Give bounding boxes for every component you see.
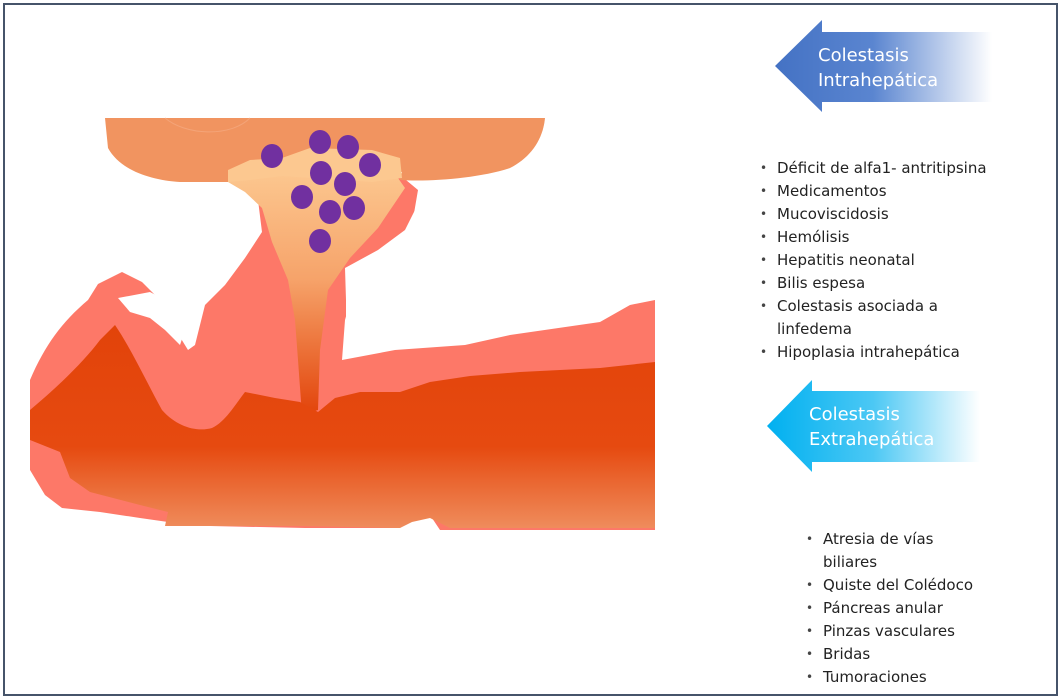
intrahepatic-heading-line2: Intrahepática [818, 68, 938, 93]
bile-particle [334, 172, 356, 196]
list-item: Atresia de vías biliares [803, 528, 953, 574]
list-item: Quiste del Colédoco [803, 574, 1043, 597]
extrahepatic-heading-line2: Extrahepática [809, 427, 934, 452]
list-item: Medicamentos [757, 180, 1047, 203]
bile-particle [310, 161, 332, 185]
extrahepatic-causes-list: Atresia de vías biliares Quiste del Colé… [803, 528, 1043, 689]
list-item: Colestasis asociada a linfedema [757, 295, 957, 341]
intrahepatic-heading-line1: Colestasis [818, 43, 938, 68]
bile-particle [343, 196, 365, 220]
bile-particle [309, 229, 331, 253]
extrahepatic-heading: Colestasis Extrahepática [809, 402, 934, 452]
list-item: Hipoplasia intrahepática [757, 341, 1047, 364]
list-item: Pinzas vasculares [803, 620, 1043, 643]
list-item: Hemólisis [757, 226, 1047, 249]
list-item: Déficit de alfa1- antritipsina [757, 157, 1047, 180]
bile-particle [359, 153, 381, 177]
list-item: Bilis espesa [757, 272, 1047, 295]
list-item: Hepatitis neonatal [757, 249, 1047, 272]
bile-particle [291, 185, 313, 209]
bile-particle [337, 135, 359, 159]
extrahepatic-heading-line1: Colestasis [809, 402, 934, 427]
list-item: Mucoviscidosis [757, 203, 1047, 226]
list-item: Tumoraciones [803, 666, 1043, 689]
bile-particle [309, 130, 331, 154]
intrahepatic-causes-list: Déficit de alfa1- antritipsina Medicamen… [757, 157, 1047, 364]
intrahepatic-heading: Colestasis Intrahepática [818, 43, 938, 93]
list-item: Bridas [803, 643, 1043, 666]
bile-particle [319, 200, 341, 224]
bile-particle [261, 144, 283, 168]
list-item: Páncreas anular [803, 597, 1043, 620]
